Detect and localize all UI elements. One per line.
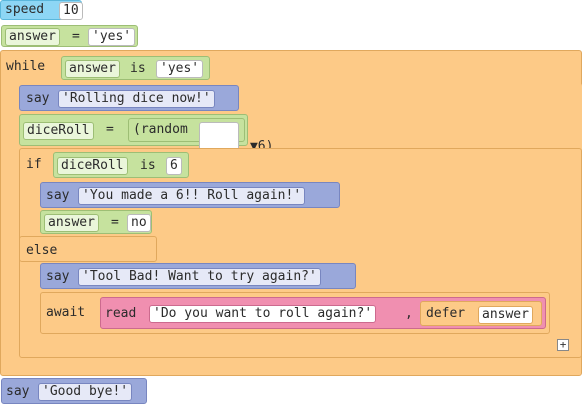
say-six-block[interactable]: say 'You made a 6!! Roll again!' xyxy=(40,182,340,208)
chevron-down-icon[interactable]: ▼ xyxy=(249,139,258,154)
read-block[interactable]: read 'Do you want to roll again?' , defe… xyxy=(100,297,546,329)
say-keyword: say xyxy=(6,384,30,399)
random-block[interactable]: (random ▼6) xyxy=(128,118,273,172)
say-bad-block[interactable]: say 'Tool Bad! Want to try again?' xyxy=(40,263,356,289)
if-value[interactable]: 6 xyxy=(166,157,182,175)
answer-value[interactable]: 'yes' xyxy=(88,28,136,46)
dice-var[interactable]: diceRoll xyxy=(23,122,94,140)
if-op: is xyxy=(140,158,156,173)
say-bye-block[interactable]: say 'Good bye!' xyxy=(1,378,147,404)
while-value[interactable]: 'yes' xyxy=(156,60,204,78)
say-keyword: say xyxy=(46,269,70,284)
say-rolling-text[interactable]: 'Rolling dice now!' xyxy=(58,90,215,108)
answer-var[interactable]: answer xyxy=(44,214,99,232)
if-var[interactable]: diceRoll xyxy=(57,157,128,175)
assign-op: = xyxy=(111,215,119,230)
await-keyword: await xyxy=(46,305,86,320)
add-icon[interactable]: + xyxy=(557,339,569,351)
random-open: (random xyxy=(133,122,188,137)
read-prompt[interactable]: 'Do you want to roll again?' xyxy=(149,305,377,323)
assign-op: = xyxy=(72,29,80,44)
answer-no-block[interactable]: answer = no xyxy=(40,210,152,234)
while-op: is xyxy=(130,61,146,76)
if-condition[interactable]: diceRoll is 6 xyxy=(53,152,189,178)
speed-keyword: speed xyxy=(5,2,45,17)
answer-no-value[interactable]: no xyxy=(127,214,151,232)
say-bad-text[interactable]: 'Tool Bad! Want to try again?' xyxy=(78,268,321,286)
await-block[interactable]: await read 'Do you want to roll again?' … xyxy=(40,292,550,334)
else-keyword: else xyxy=(26,243,58,258)
answer-var[interactable]: answer xyxy=(5,28,60,46)
say-keyword: say xyxy=(46,188,70,203)
say-keyword: say xyxy=(26,91,50,106)
say-bye-text[interactable]: 'Good bye!' xyxy=(38,383,133,401)
while-condition[interactable]: answer is 'yes' xyxy=(61,56,210,80)
speed-value[interactable]: 10 xyxy=(59,2,83,20)
defer-var[interactable]: answer xyxy=(478,306,533,324)
else-band: else xyxy=(19,236,157,262)
while-var[interactable]: answer xyxy=(65,60,120,78)
read-keyword: read xyxy=(105,306,137,321)
answer-assign-block[interactable]: answer = 'yes' xyxy=(1,25,138,47)
defer-block[interactable]: defer answer xyxy=(420,301,542,326)
say-six-text[interactable]: 'You made a 6!! Roll again!' xyxy=(78,187,306,205)
defer-keyword: defer xyxy=(426,306,466,321)
read-comma: , xyxy=(405,306,413,321)
dice-op: = xyxy=(106,122,114,137)
speed-block[interactable]: speed 10 xyxy=(0,0,83,20)
say-rolling-block[interactable]: say 'Rolling dice now!' xyxy=(19,85,239,111)
while-keyword: while xyxy=(6,59,46,74)
dice-assign-block[interactable]: diceRoll = (random ▼6) xyxy=(19,114,273,172)
if-keyword: if xyxy=(26,157,42,172)
